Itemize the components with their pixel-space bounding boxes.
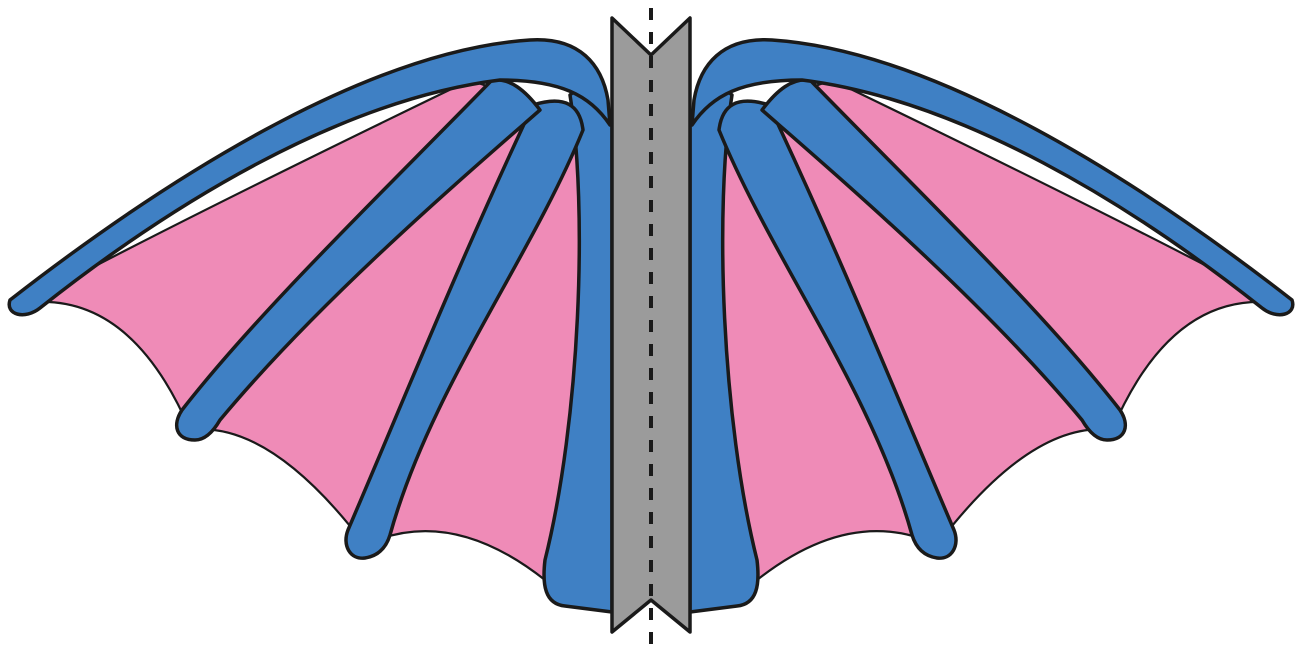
right-wing [690,40,1293,612]
left-wing [9,40,612,612]
